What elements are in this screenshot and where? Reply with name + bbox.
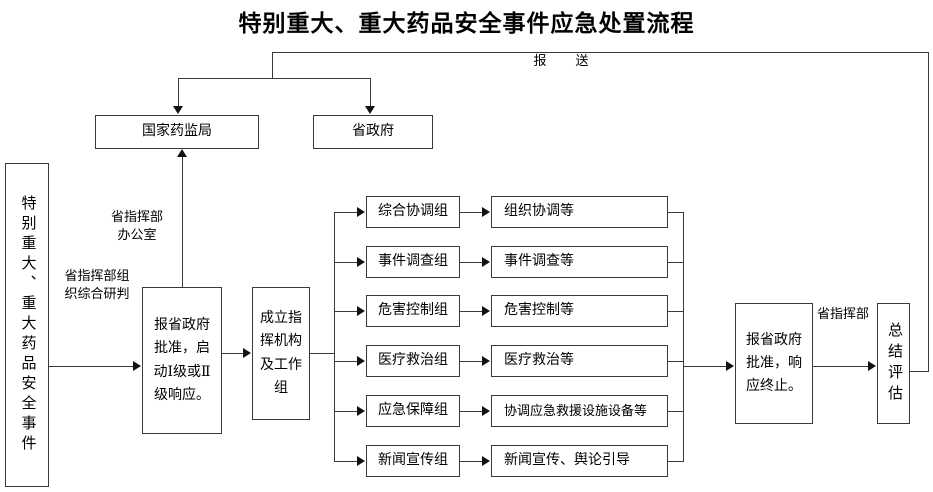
box-work-group-4[interactable]: 医疗救治组 <box>366 345 460 377</box>
edge-source-to-approve-start-arrowhead <box>133 361 141 371</box>
edge-group-2-to-task-2 <box>460 262 483 263</box>
box-approve-end-response[interactable]: 报省政府批准，响应终止。 <box>735 303 813 424</box>
box-task-3[interactable]: 危害控制等 <box>491 295 668 327</box>
edge-group-6-to-task-6-arrowhead <box>482 456 490 466</box>
edge-group-4-to-task-4 <box>460 361 483 362</box>
box-task-2[interactable]: 事件调查等 <box>491 246 668 278</box>
report-label: 报 送 <box>533 53 597 68</box>
edge-approve-start-to-nmpa <box>182 157 183 287</box>
edge-bus-to-group-6-arrowhead <box>357 456 365 466</box>
box-work-group-2[interactable]: 事件调查组 <box>366 246 460 278</box>
label-provincial-command: 省指挥部 <box>816 306 869 321</box>
edge-source-to-approve-start <box>49 366 134 367</box>
box-task-5[interactable]: 协调应急救援设施设备等 <box>491 395 668 427</box>
edge-approve-start-to-establish <box>222 353 244 354</box>
edge-bus-to-group-5 <box>334 411 358 412</box>
report-branch-right-arrowhead <box>365 106 375 114</box>
edge-group-3-to-task-3-arrowhead <box>482 306 490 316</box>
report-bus-return-line <box>910 371 929 372</box>
box-task-6[interactable]: 新闻宣传、舆论引导 <box>491 445 668 477</box>
edge-bus-to-group-2 <box>334 262 358 263</box>
edge-bus-to-group-6 <box>334 461 358 462</box>
edge-group-6-to-task-6 <box>460 461 483 462</box>
edge-group-1-to-task-1-arrowhead <box>482 207 490 217</box>
report-branch-left-drop <box>178 78 179 107</box>
edge-bus-to-group-1 <box>334 212 358 213</box>
report-branch-bar <box>178 78 371 79</box>
report-branch-right-drop <box>370 78 371 107</box>
box-approve-start-response[interactable]: 报省政府批准，启动Ⅰ级或Ⅱ级响应。 <box>142 287 222 434</box>
box-work-group-1[interactable]: 综合协调组 <box>366 196 460 228</box>
edge-group-4-to-task-4-arrowhead <box>482 356 490 366</box>
box-work-group-6[interactable]: 新闻宣传组 <box>366 445 460 477</box>
box-establish-command-structure[interactable]: 成立指挥机构及工作组 <box>252 287 310 420</box>
box-provincial-government[interactable]: 省政府 <box>313 115 433 149</box>
edge-task-2-to-collect-bus <box>668 262 684 263</box>
edge-group-2-to-task-2-arrowhead <box>482 257 490 267</box>
report-branch-left-arrowhead <box>173 106 183 114</box>
edge-bus-to-group-4 <box>334 361 358 362</box>
box-task-1[interactable]: 组织协调等 <box>491 196 668 228</box>
label-provincial-command-office: 省指挥部 办公室 <box>110 209 163 242</box>
report-bus-down-stem <box>272 52 273 78</box>
box-national-medical-products-administration[interactable]: 国家药监局 <box>95 115 259 149</box>
edge-group-5-to-task-5-arrowhead <box>482 406 490 416</box>
edge-approve-end-to-summary <box>813 366 869 367</box>
report-bus-right-line <box>928 52 929 371</box>
edge-task-6-to-collect-bus <box>668 461 684 462</box>
edge-collector-to-approve-end-arrowhead <box>726 361 734 371</box>
label-comprehensive-judgement: 省指挥部组 织综合研判 <box>64 268 130 301</box>
page-title: 特别重大、重大药品安全事件应急处置流程 <box>238 11 695 36</box>
edge-bus-to-group-1-arrowhead <box>357 207 365 217</box>
edge-bus-to-group-2-arrowhead <box>357 257 365 267</box>
edge-task-3-to-collect-bus <box>668 311 684 312</box>
edge-task-1-to-collect-bus <box>668 212 684 213</box>
edge-approve-end-to-summary-arrowhead <box>868 361 876 371</box>
group-bus-vertical <box>334 212 335 462</box>
edge-approve-start-to-establish-arrowhead <box>243 348 251 358</box>
edge-bus-to-group-5-arrowhead <box>357 406 365 416</box>
edge-group-3-to-task-3 <box>460 311 483 312</box>
box-work-group-5[interactable]: 应急保障组 <box>366 395 460 427</box>
edge-bus-to-group-3-arrowhead <box>357 306 365 316</box>
report-bus-top-line <box>272 52 928 53</box>
task-collector-bus <box>683 212 684 462</box>
edge-approve-start-to-nmpa-arrowhead <box>177 149 187 157</box>
edge-task-4-to-collect-bus <box>668 361 684 362</box>
box-work-group-3[interactable]: 危害控制组 <box>366 295 460 327</box>
box-task-4[interactable]: 医疗救治等 <box>491 345 668 377</box>
edge-group-5-to-task-5 <box>460 411 483 412</box>
box-major-drug-safety-incident[interactable]: 特别重大、重大药品安全事件 <box>5 163 49 487</box>
edge-collector-to-approve-end <box>683 366 727 367</box>
box-summary-evaluation[interactable]: 总结评估 <box>877 303 910 424</box>
edge-task-5-to-collect-bus <box>668 411 684 412</box>
edge-establish-to-group-bus <box>310 353 334 354</box>
edge-bus-to-group-3 <box>334 311 358 312</box>
edge-bus-to-group-4-arrowhead <box>357 356 365 366</box>
edge-group-1-to-task-1 <box>460 212 483 213</box>
